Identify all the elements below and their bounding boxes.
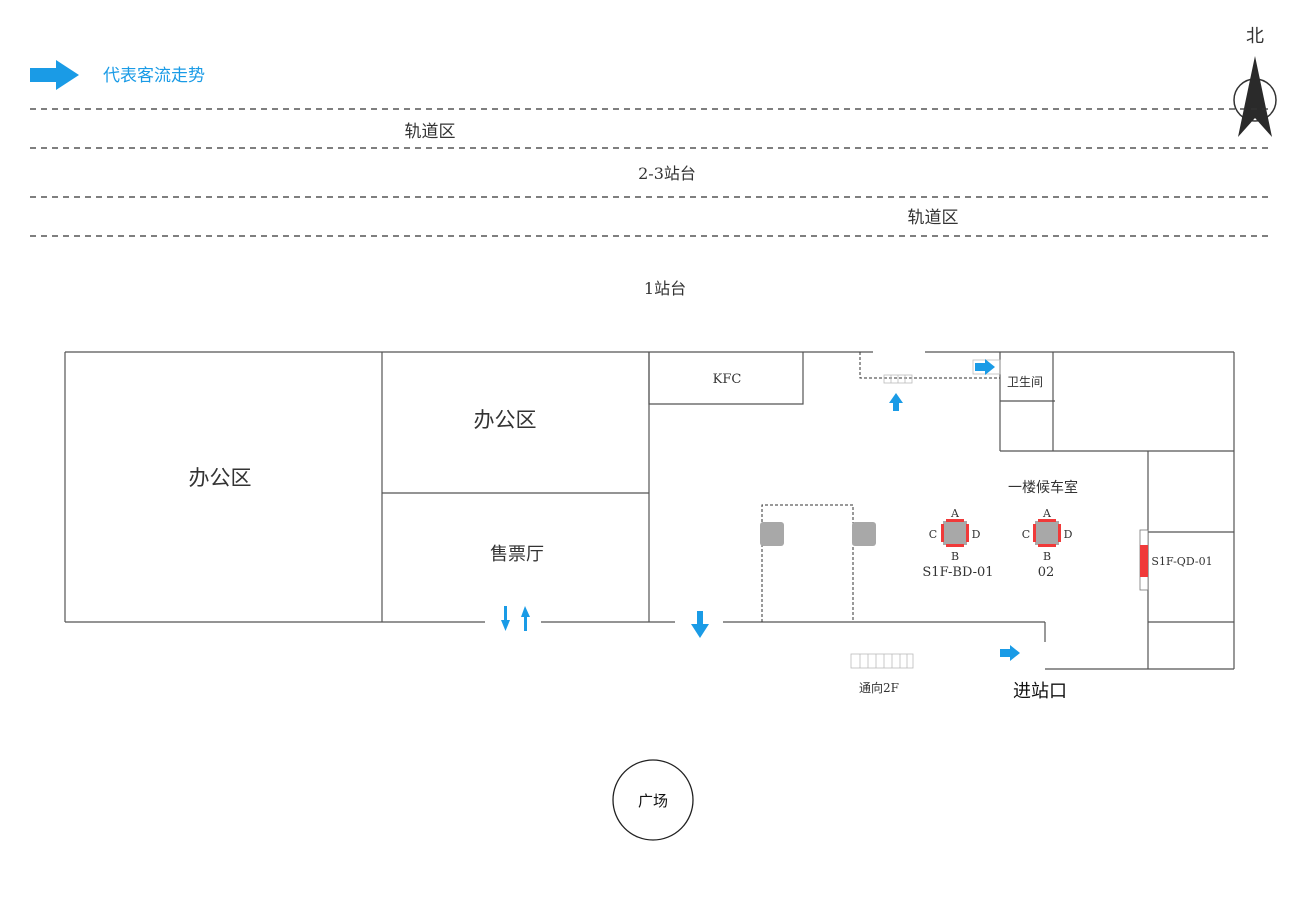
plaza-circle bbox=[612, 759, 694, 841]
compass-label: 北 bbox=[1246, 26, 1264, 47]
compass-north-icon: 北 bbox=[1233, 26, 1277, 137]
to-2f-label: 通向2F bbox=[859, 680, 899, 695]
side-c: C bbox=[1022, 528, 1030, 541]
room-office-left: 办公区 bbox=[189, 466, 252, 490]
device-02[interactable]: A B C D 02 bbox=[1022, 507, 1073, 580]
column-icon bbox=[760, 522, 784, 546]
room-toilet: 卫生间 bbox=[1007, 375, 1043, 389]
gate-label: S1F-QD-01 bbox=[1151, 555, 1212, 568]
side-a: A bbox=[1042, 507, 1052, 520]
side-b: B bbox=[1043, 550, 1051, 563]
flow-arrow-right-icon bbox=[975, 359, 995, 375]
gate-s1f-qd-01[interactable]: S1F-QD-01 bbox=[1139, 529, 1213, 591]
stair-area-outline bbox=[761, 504, 854, 622]
plaza-label: 广场 bbox=[638, 792, 668, 810]
flow-arrow-up-icon bbox=[889, 393, 903, 411]
zone-platform-2-3: 2-3站台 bbox=[638, 164, 696, 183]
flow-arrow-down-icon bbox=[501, 606, 510, 631]
room-waiting: 一楼候车室 bbox=[1008, 479, 1078, 496]
track-lines bbox=[30, 108, 1270, 237]
zone-track-2: 轨道区 bbox=[908, 208, 959, 228]
zone-track-1: 轨道区 bbox=[405, 122, 456, 142]
zone-platform-1: 1站台 bbox=[644, 279, 686, 298]
side-d: D bbox=[1064, 528, 1073, 541]
flow-arrow-up-icon bbox=[521, 606, 530, 631]
entrance-label: 进站口 bbox=[1013, 681, 1067, 702]
building-walls bbox=[64, 351, 1235, 670]
device-label: 02 bbox=[1038, 565, 1055, 580]
room-kfc: KFC bbox=[713, 372, 742, 387]
flow-arrow-right-icon bbox=[1000, 645, 1020, 661]
side-c: C bbox=[929, 528, 937, 541]
side-b: B bbox=[951, 550, 959, 563]
side-a: A bbox=[950, 507, 960, 520]
legend-arrow-icon bbox=[30, 60, 79, 90]
room-ticket-hall: 售票厅 bbox=[490, 544, 544, 565]
stairs-icon bbox=[850, 359, 1001, 669]
flow-arrow-down-icon bbox=[691, 611, 709, 638]
device-label: S1F-BD-01 bbox=[922, 565, 993, 580]
upper-passage-outline bbox=[859, 352, 1000, 379]
side-d: D bbox=[972, 528, 981, 541]
column-icon bbox=[852, 522, 876, 546]
room-office-mid: 办公区 bbox=[474, 408, 537, 432]
legend-label: 代表客流走势 bbox=[103, 66, 205, 86]
device-s1f-bd-01[interactable]: A B C D S1F-BD-01 bbox=[922, 507, 993, 580]
